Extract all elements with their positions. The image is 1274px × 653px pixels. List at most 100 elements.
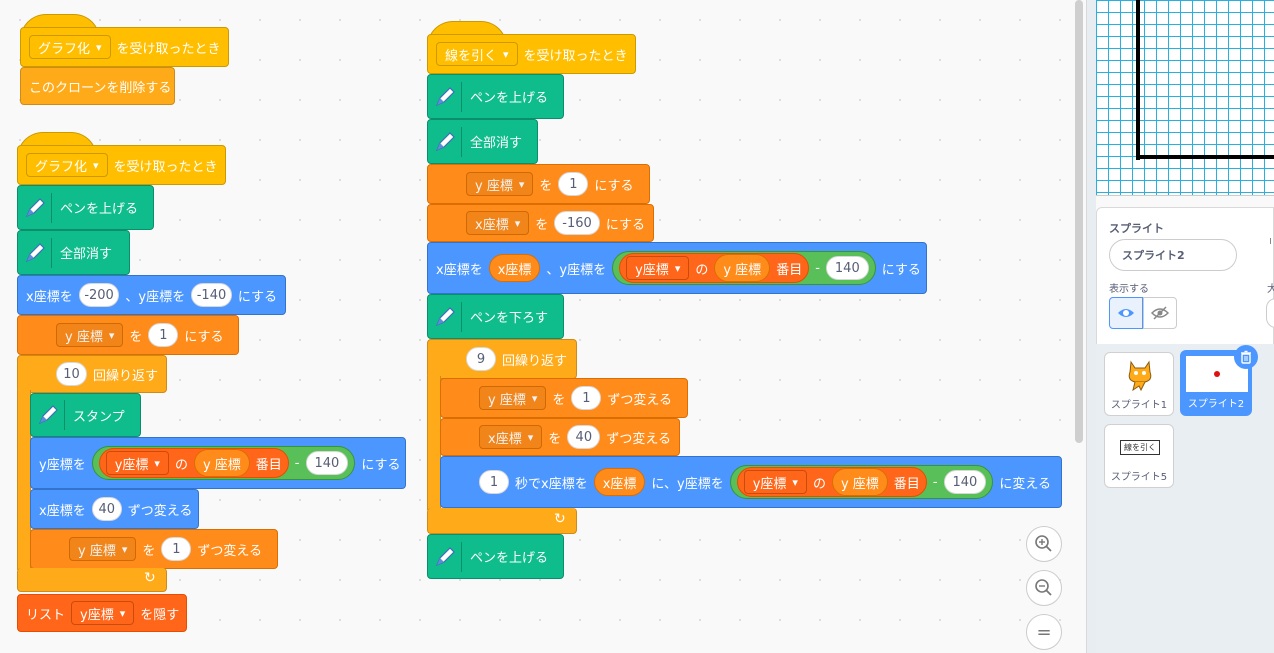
seconds-input[interactable]: 1 xyxy=(479,470,509,494)
value-input[interactable]: -160 xyxy=(554,211,600,235)
item-of-list-reporter[interactable]: y座標 の y 座標 番目 xyxy=(98,448,289,478)
sprite-tile-2[interactable]: スプライト2 xyxy=(1180,350,1252,416)
set-variable-block[interactable]: x座標 を -160 にする xyxy=(427,204,654,242)
variable-dropdown[interactable]: x座標 xyxy=(479,425,543,449)
pen-up-block[interactable]: ペンを上げる xyxy=(17,185,154,230)
zoom-out-icon xyxy=(1035,579,1052,596)
variable-dropdown[interactable]: y 座標 xyxy=(479,386,547,410)
trash-icon xyxy=(1241,350,1251,364)
list-dropdown[interactable]: y座標 xyxy=(105,451,169,475)
repeat-c-arm xyxy=(427,376,441,510)
pen-down-block[interactable]: ペンを下ろす xyxy=(427,294,564,339)
change-variable-block[interactable]: x座標 を 40 ずつ変える xyxy=(440,418,680,456)
set-variable-block[interactable]: y 座標 を 1 にする xyxy=(427,164,650,204)
pen-clear-block[interactable]: 全部消す xyxy=(17,230,130,275)
value-input[interactable]: 1 xyxy=(558,172,589,196)
pen-clear-block[interactable]: 全部消す xyxy=(427,119,538,164)
hide-button[interactable] xyxy=(1143,297,1177,329)
panel-edge-mark xyxy=(1270,238,1274,244)
value-input[interactable]: 1 xyxy=(148,323,179,347)
list-dropdown[interactable]: y座標 xyxy=(71,601,135,625)
code-workspace[interactable]: グラフ化 を受け取ったとき このクローンを削除する グラフ化 を受け取ったとき … xyxy=(0,0,1086,653)
show-label: 表示する xyxy=(1109,284,1149,295)
hide-list-block[interactable]: リスト y座標 を隠す xyxy=(17,594,187,632)
variable-dropdown[interactable]: x座標 xyxy=(466,211,530,235)
stage-canvas[interactable] xyxy=(1096,0,1274,196)
value-input[interactable]: 1 xyxy=(571,386,602,410)
y-input[interactable]: -140 xyxy=(191,283,232,307)
zoom-in-button[interactable] xyxy=(1026,526,1062,562)
item-of-list-reporter[interactable]: y座標 の y 座標 番目 xyxy=(619,253,810,283)
x-input[interactable]: -200 xyxy=(78,283,120,307)
block-label: x座標を xyxy=(26,289,73,305)
cat-icon xyxy=(1128,360,1152,392)
variable-dropdown[interactable]: y 座標 xyxy=(466,172,534,196)
when-receive-hat-block[interactable]: グラフ化 を受け取ったとき xyxy=(20,27,229,67)
change-x-block[interactable]: x座標を 40 ずつ変える xyxy=(30,489,199,529)
repeat-block[interactable]: 10 回繰り返す xyxy=(17,355,167,393)
block-label: を xyxy=(552,392,566,408)
repeat-count-input[interactable]: 9 xyxy=(466,347,496,371)
set-variable-block[interactable]: y 座標 を 1 にする xyxy=(17,315,239,355)
value-input[interactable]: 1 xyxy=(161,537,192,561)
sprite-tile-5[interactable]: 線を引く スプライト5 xyxy=(1104,424,1174,488)
show-button[interactable] xyxy=(1109,297,1143,329)
subtrahend-input[interactable]: 140 xyxy=(825,256,869,280)
sprite-tile-1[interactable]: スプライト1 xyxy=(1104,352,1174,416)
item-of-list-reporter[interactable]: y座標 の y 座標 番目 xyxy=(736,467,927,497)
repeat-count-input[interactable]: 10 xyxy=(56,362,87,386)
variable-reporter[interactable]: y 座標 xyxy=(831,468,888,496)
workspace-scrollbar[interactable] xyxy=(1075,0,1083,443)
zoom-out-button[interactable] xyxy=(1026,570,1062,606)
go-to-xy-block[interactable]: x座標を x座標 、y座標を y座標 の y 座標 番目 - 140 にする xyxy=(427,242,927,294)
subtrahend-input[interactable]: 140 xyxy=(943,470,987,494)
size-input[interactable] xyxy=(1266,298,1274,328)
block-label: 、y座標を xyxy=(125,289,186,305)
go-to-xy-block[interactable]: x座標を -200 、y座標を -140 にする xyxy=(17,275,286,315)
block-label: の xyxy=(812,476,826,492)
subtract-operator[interactable]: y座標 の y 座標 番目 - 140 xyxy=(612,251,876,285)
block-label: を xyxy=(539,178,553,194)
change-x-input[interactable]: 40 xyxy=(91,497,122,521)
pen-up-block[interactable]: ペンを上げる xyxy=(427,534,564,579)
when-receive-hat-block[interactable]: 線を引く を受け取ったとき xyxy=(427,34,636,74)
block-label: 全部消す xyxy=(470,136,523,151)
block-label: 秒でx座標を xyxy=(515,476,588,492)
value-input[interactable]: 40 xyxy=(567,425,601,449)
sprite-name-input[interactable]: スプライト2 xyxy=(1109,239,1237,271)
block-label: ペンを上げる xyxy=(60,202,139,217)
stamp-block[interactable]: スタンプ xyxy=(30,393,141,437)
change-variable-block[interactable]: y 座標 を 1 ずつ変える xyxy=(30,529,278,569)
variable-dropdown[interactable]: y 座標 xyxy=(56,323,124,347)
delete-sprite-button[interactable] xyxy=(1234,345,1258,369)
block-label: 全部消す xyxy=(60,247,113,262)
pen-up-block[interactable]: ペンを上げる xyxy=(427,74,564,119)
variable-reporter[interactable]: x座標 xyxy=(488,254,541,282)
hat-label: を受け取ったとき xyxy=(116,41,221,57)
delete-clone-block[interactable]: このクローンを削除する xyxy=(20,67,175,105)
message-dropdown[interactable]: グラフ化 xyxy=(26,153,108,177)
subtrahend-input[interactable]: 140 xyxy=(305,451,349,475)
variable-reporter[interactable]: x座標 xyxy=(593,468,646,496)
block-label: ずつ変える xyxy=(607,392,672,408)
glide-to-xy-block[interactable]: 1 秒でx座標を x座標 に、y座標を y座標 の y 座標 番目 - 140 … xyxy=(440,456,1062,508)
when-receive-hat-block[interactable]: グラフ化 を受け取ったとき xyxy=(17,145,226,185)
sprite-thumbnail xyxy=(1109,357,1171,393)
change-variable-block[interactable]: y 座標 を 1 ずつ変える xyxy=(440,378,688,418)
variable-reporter[interactable]: y 座標 xyxy=(714,254,771,282)
subtract-operator[interactable]: y座標 の y 座標 番目 - 140 xyxy=(91,446,356,480)
variable-dropdown[interactable]: y 座標 xyxy=(69,537,137,561)
message-dropdown[interactable]: グラフ化 xyxy=(29,35,111,59)
list-dropdown[interactable]: y座標 xyxy=(743,470,807,494)
block-label: の xyxy=(174,457,188,473)
list-dropdown[interactable]: y座標 xyxy=(626,256,690,280)
subtract-operator[interactable]: y座標 の y 座標 番目 - 140 xyxy=(729,465,994,499)
block-label: ずつ変える xyxy=(127,503,193,519)
repeat-block[interactable]: 9 回繰り返す xyxy=(427,339,577,379)
message-dropdown[interactable]: 線を引く xyxy=(436,42,518,66)
variable-reporter[interactable]: y 座標 xyxy=(193,449,250,477)
zoom-reset-button[interactable]: = xyxy=(1026,614,1062,650)
sprite-info-panel: スプライト スプライト2 表示する 大 xyxy=(1096,207,1274,347)
block-label: 回繰り返す xyxy=(92,368,158,384)
set-y-block[interactable]: y座標を y座標 の y 座標 番目 - 140 にする xyxy=(30,437,406,489)
